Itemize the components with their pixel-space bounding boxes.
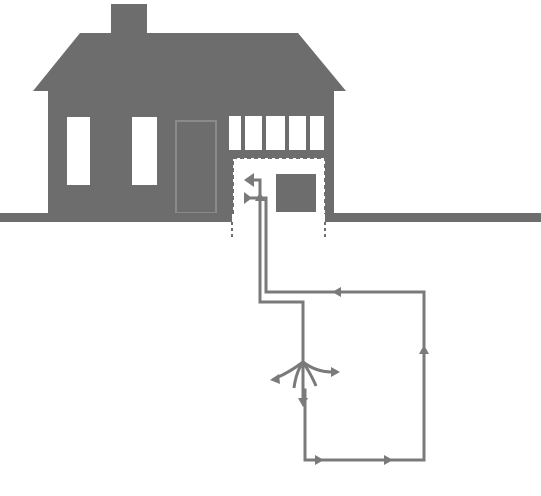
branch-spray	[275, 360, 333, 398]
arrow-right-icon	[384, 455, 393, 465]
arrow-up-icon	[419, 345, 429, 354]
arrow-left-icon	[332, 287, 341, 297]
roof	[33, 33, 346, 91]
ground-left	[0, 213, 232, 222]
arrow-right-icon	[315, 455, 324, 465]
arrow-right-icon	[244, 192, 252, 204]
pipe-loop	[244, 178, 426, 462]
supply-line	[244, 196, 426, 462]
arrow-left-icon	[270, 374, 280, 384]
basement-outline	[232, 157, 326, 214]
window-strip	[229, 116, 324, 150]
left-window	[67, 117, 90, 185]
basement-equipment	[276, 174, 316, 212]
center-window	[132, 117, 157, 185]
door	[175, 120, 217, 214]
arrow-up-icon	[255, 192, 265, 201]
arrow-right-icon	[331, 367, 340, 377]
arrow-left-icon	[244, 173, 254, 187]
return-line	[250, 178, 305, 392]
ground-right	[325, 213, 541, 222]
arrow-down-icon	[298, 398, 308, 407]
flow-arrows	[244, 173, 429, 465]
